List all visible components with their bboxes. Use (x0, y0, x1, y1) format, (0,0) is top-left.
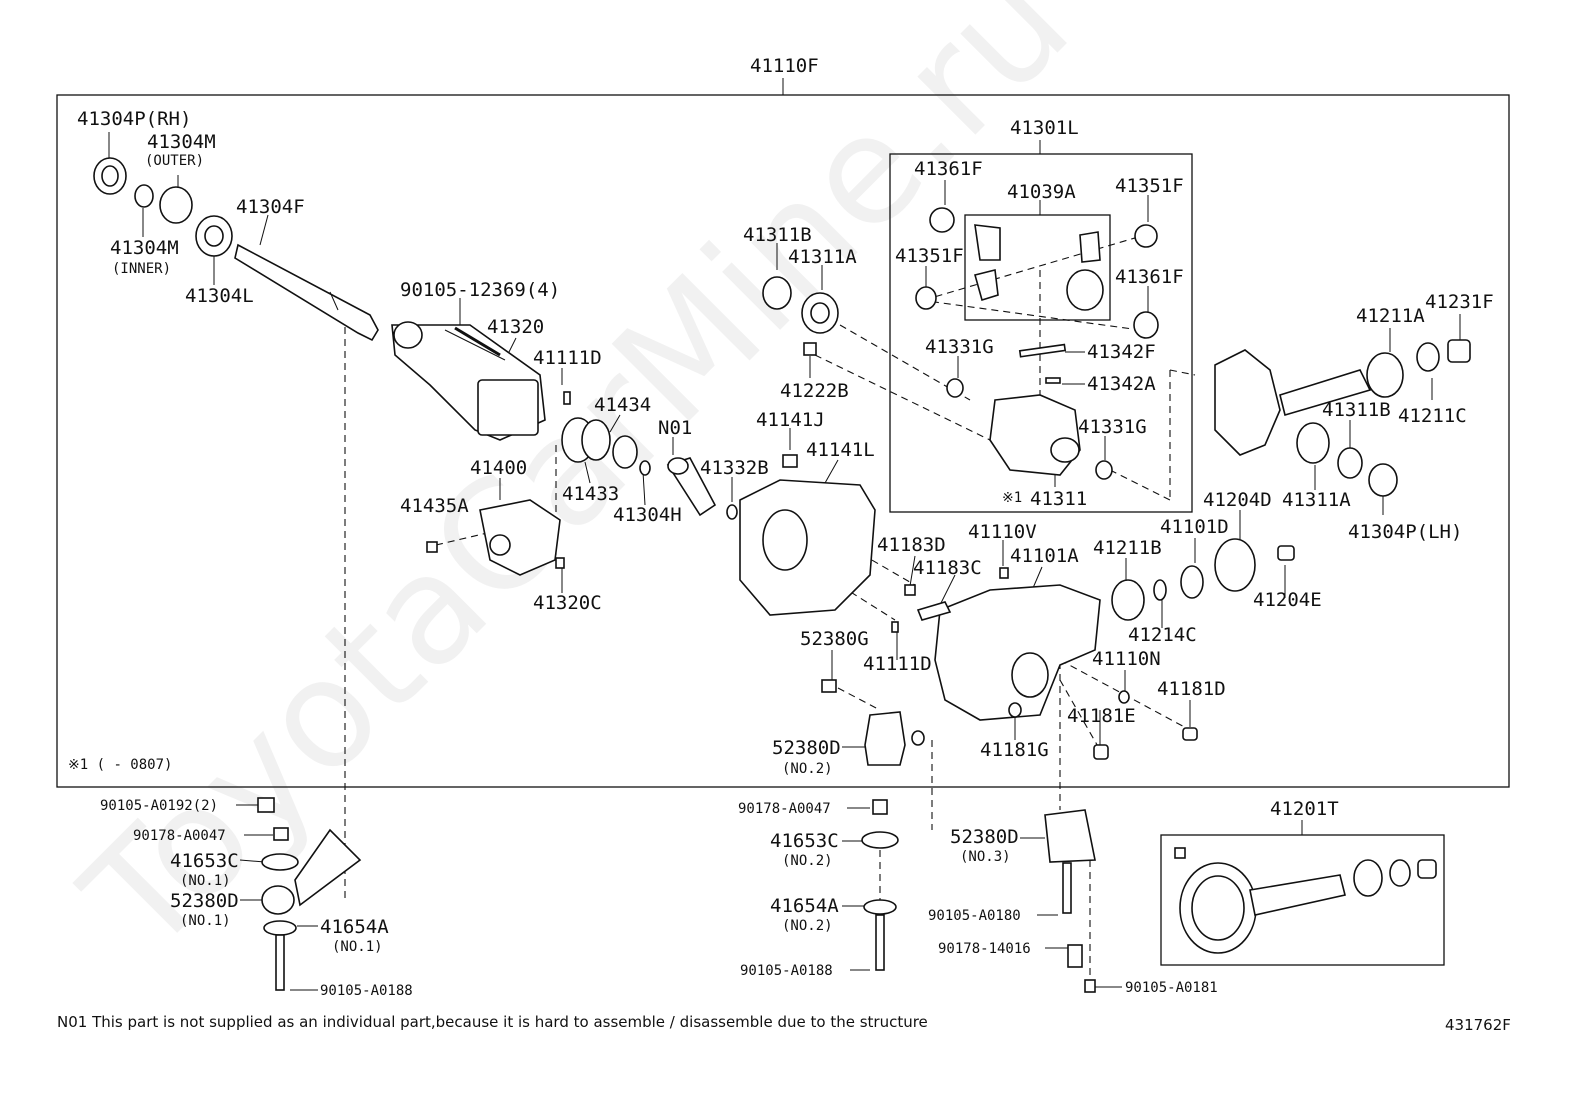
label-41433: 41433 (562, 483, 619, 505)
label-41183D: 41183D (877, 534, 946, 556)
label-41304M-inner: 41304M (110, 237, 179, 259)
label-90105-A0181: 90105-A0181 (1125, 980, 1218, 996)
note-no1-a: (NO.1) (180, 873, 231, 889)
label-41111D-b: 41111D (863, 653, 932, 675)
label-41039A: 41039A (1007, 181, 1076, 203)
label-41304P-RH: 41304P(RH) (77, 108, 191, 130)
label-41361F-b: 41361F (1115, 266, 1184, 288)
label-41211C: 41211C (1398, 405, 1467, 427)
label-41101D: 41101D (1160, 516, 1229, 538)
label-90105-A0188-a: 90105-A0188 (320, 983, 413, 999)
note-no1-c: (NO.1) (332, 939, 383, 955)
label-41222B: 41222B (780, 380, 849, 402)
part-labels: 41110F 41304P(RH) 41304M (OUTER) 41304M … (68, 55, 1494, 999)
label-41311B-b: 41311B (1322, 399, 1391, 421)
label-41654A-no1: 41654A (320, 916, 389, 938)
label-41304F: 41304F (236, 196, 305, 218)
diagram-code: 431762F (1445, 1016, 1511, 1034)
label-41342A: 41342A (1087, 373, 1156, 395)
differential-case-frame (889, 153, 1193, 513)
label-41653C-no2: 41653C (770, 830, 839, 852)
label-41311A-b: 41311A (1282, 489, 1351, 511)
label-41320C: 41320C (533, 592, 602, 614)
note-no3: (NO.3) (960, 849, 1011, 865)
label-90105-A0180: 90105-A0180 (928, 908, 1021, 924)
label-41311A-a: 41311A (788, 246, 857, 268)
label-41304P-LH: 41304P(LH) (1348, 521, 1462, 543)
label-41331G-a: 41331G (925, 336, 994, 358)
label-41204D: 41204D (1203, 489, 1272, 511)
label-41110F: 41110F (750, 55, 819, 77)
label-41301L: 41301L (1010, 117, 1079, 139)
label-41400: 41400 (470, 457, 527, 479)
label-41181E: 41181E (1067, 705, 1136, 727)
label-41183C: 41183C (913, 557, 982, 579)
label-41653C-no1: 41653C (170, 850, 239, 872)
label-41304H: 41304H (613, 504, 682, 526)
label-41361F-a: 41361F (914, 158, 983, 180)
label-52380D-no1: 52380D (170, 890, 239, 912)
note-inner: (INNER) (112, 261, 171, 277)
label-90178-14016: 90178-14016 (938, 941, 1031, 957)
label-52380D-no3: 52380D (950, 826, 1019, 848)
gear-set-frame (964, 214, 1111, 321)
label-41332B: 41332B (700, 457, 769, 479)
footer-note: N01 This part is not supplied as an indi… (57, 1013, 928, 1031)
label-52380G: 52380G (800, 628, 869, 650)
label-41654A-no2: 41654A (770, 895, 839, 917)
note-no1-b: (NO.1) (180, 913, 231, 929)
label-41351F-b: 41351F (895, 245, 964, 267)
label-41181D: 41181D (1157, 678, 1226, 700)
part-shapes (93, 157, 1471, 993)
label-41211B: 41211B (1093, 537, 1162, 559)
label-90178-A0047-b: 90178-A0047 (738, 801, 831, 817)
label-90105-12369: 90105-12369(4) (400, 279, 560, 301)
label-90105-A0188-b: 90105-A0188 (740, 963, 833, 979)
label-41320: 41320 (487, 316, 544, 338)
label-41181G: 41181G (980, 739, 1049, 761)
label-41201T: 41201T (1270, 798, 1339, 820)
label-41110N: 41110N (1092, 648, 1161, 670)
note-no2-c: (NO.2) (782, 918, 833, 934)
label-41434: 41434 (594, 394, 651, 416)
label-52380D-no2: 52380D (772, 737, 841, 759)
label-90178-A0047-a: 90178-A0047 (133, 828, 226, 844)
footnote-note: ※1 ( - 0807) (68, 757, 172, 773)
label-41311: 41311 (1030, 488, 1087, 510)
label-41331G-b: 41331G (1078, 416, 1147, 438)
label-41204E: 41204E (1253, 589, 1322, 611)
label-N01: N01 (658, 417, 692, 439)
note-mark: ※1 (1002, 490, 1022, 506)
label-41111D-a: 41111D (533, 347, 602, 369)
note-no2-b: (NO.2) (782, 853, 833, 869)
label-41231F: 41231F (1425, 291, 1494, 313)
label-41351F-a: 41351F (1115, 175, 1184, 197)
label-90105-A0192: 90105-A0192(2) (100, 798, 218, 814)
label-41211A: 41211A (1356, 305, 1425, 327)
label-41141L: 41141L (806, 439, 875, 461)
label-41101A: 41101A (1010, 545, 1079, 567)
label-41110V: 41110V (968, 521, 1037, 543)
label-41311B-a: 41311B (743, 224, 812, 246)
note-no2-a: (NO.2) (782, 761, 833, 777)
label-41435A: 41435A (400, 495, 469, 517)
label-41141J: 41141J (756, 409, 825, 431)
label-41304M-outer: 41304M (147, 131, 216, 153)
label-41214C: 41214C (1128, 624, 1197, 646)
label-41304L: 41304L (185, 285, 254, 307)
note-outer: (OUTER) (145, 153, 204, 169)
label-41342F: 41342F (1087, 341, 1156, 363)
